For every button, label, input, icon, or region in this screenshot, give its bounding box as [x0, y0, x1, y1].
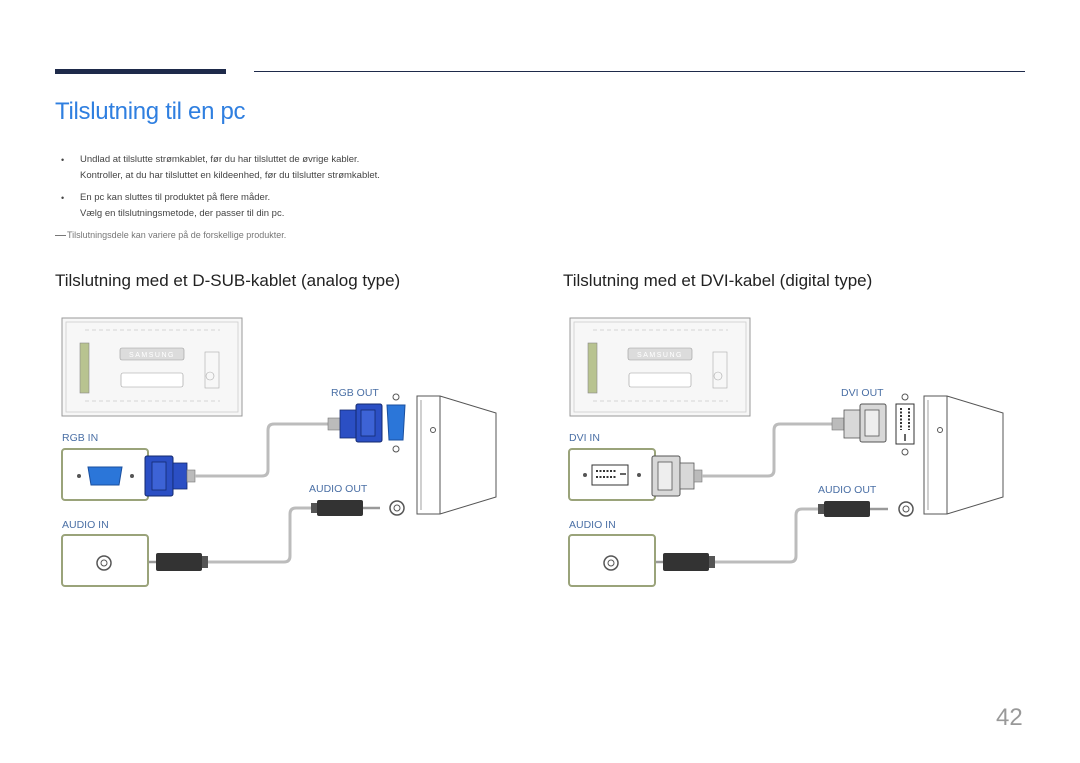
dvi-in-label: DVI IN: [569, 432, 600, 444]
audio-in-label: AUDIO IN: [62, 519, 109, 531]
brand-logo: SAMSUNG: [129, 352, 175, 359]
audio-cable: [715, 507, 818, 564]
audio-out-label: AUDIO OUT: [818, 484, 877, 496]
audio-jack-out: [818, 501, 914, 517]
instructions-list: Undlad at tilslutte strømkablet, før du …: [55, 152, 615, 228]
audio-plug-in: [648, 553, 715, 571]
pc-tower: [923, 395, 1004, 515]
instruction-line: Vælg en tilslutningsmetode, der passer t…: [80, 208, 285, 219]
heading-dsub: Tilslutning med et D-SUB-kablet (analog …: [55, 271, 401, 290]
monitor-back-panel: SAMSUNG: [61, 317, 243, 417]
rgb-in-label: RGB IN: [62, 432, 98, 444]
header-rule: [254, 71, 1025, 72]
instruction-item: Undlad at tilslutte strømkablet, før du …: [55, 152, 615, 184]
audio-in-label: AUDIO IN: [569, 519, 616, 531]
note-text: Tilslutningsdele kan variere på de forsk…: [67, 230, 287, 240]
page-number: 42: [996, 704, 1023, 731]
instruction-line: Undlad at tilslutte strømkablet, før du …: [80, 154, 360, 165]
heading-dvi: Tilslutning med et DVI-kabel (digital ty…: [563, 271, 873, 290]
dvi-out-label: DVI OUT: [841, 387, 884, 399]
dvi-cable: [702, 422, 834, 478]
dvi-plug-out: [831, 403, 887, 443]
instruction-line: Kontroller, at du har tilsluttet en kild…: [80, 170, 380, 181]
audio-in-port: [568, 534, 656, 587]
instruction-line: En pc kan sluttes til produktet på flere…: [80, 192, 271, 203]
audio-out-label: AUDIO OUT: [309, 483, 368, 495]
monitor-back-panel: SAMSUNG: [569, 317, 751, 417]
audio-cable: [208, 506, 311, 564]
brand-logo: SAMSUNG: [637, 352, 683, 359]
audio-jack-out: [311, 500, 405, 516]
vga-plug-in: [144, 455, 196, 497]
vga-plug-out: [327, 403, 383, 443]
pc-tower: [416, 395, 497, 515]
page-title: Tilslutning til en pc: [55, 98, 246, 125]
note-dash: [55, 235, 66, 237]
dvi-in-port: [568, 448, 656, 501]
note: Tilslutningsdele kan variere på de forsk…: [55, 230, 286, 240]
audio-in-port: [61, 534, 149, 587]
instruction-item: En pc kan sluttes til produktet på flere…: [55, 190, 615, 222]
dvi-plug-in: [651, 455, 703, 497]
dvi-out-port: [895, 393, 915, 456]
header-accent-bar: [55, 69, 226, 74]
rgb-out-label: RGB OUT: [331, 387, 379, 399]
rgb-out-port: [386, 393, 406, 453]
vga-cable: [195, 422, 330, 478]
